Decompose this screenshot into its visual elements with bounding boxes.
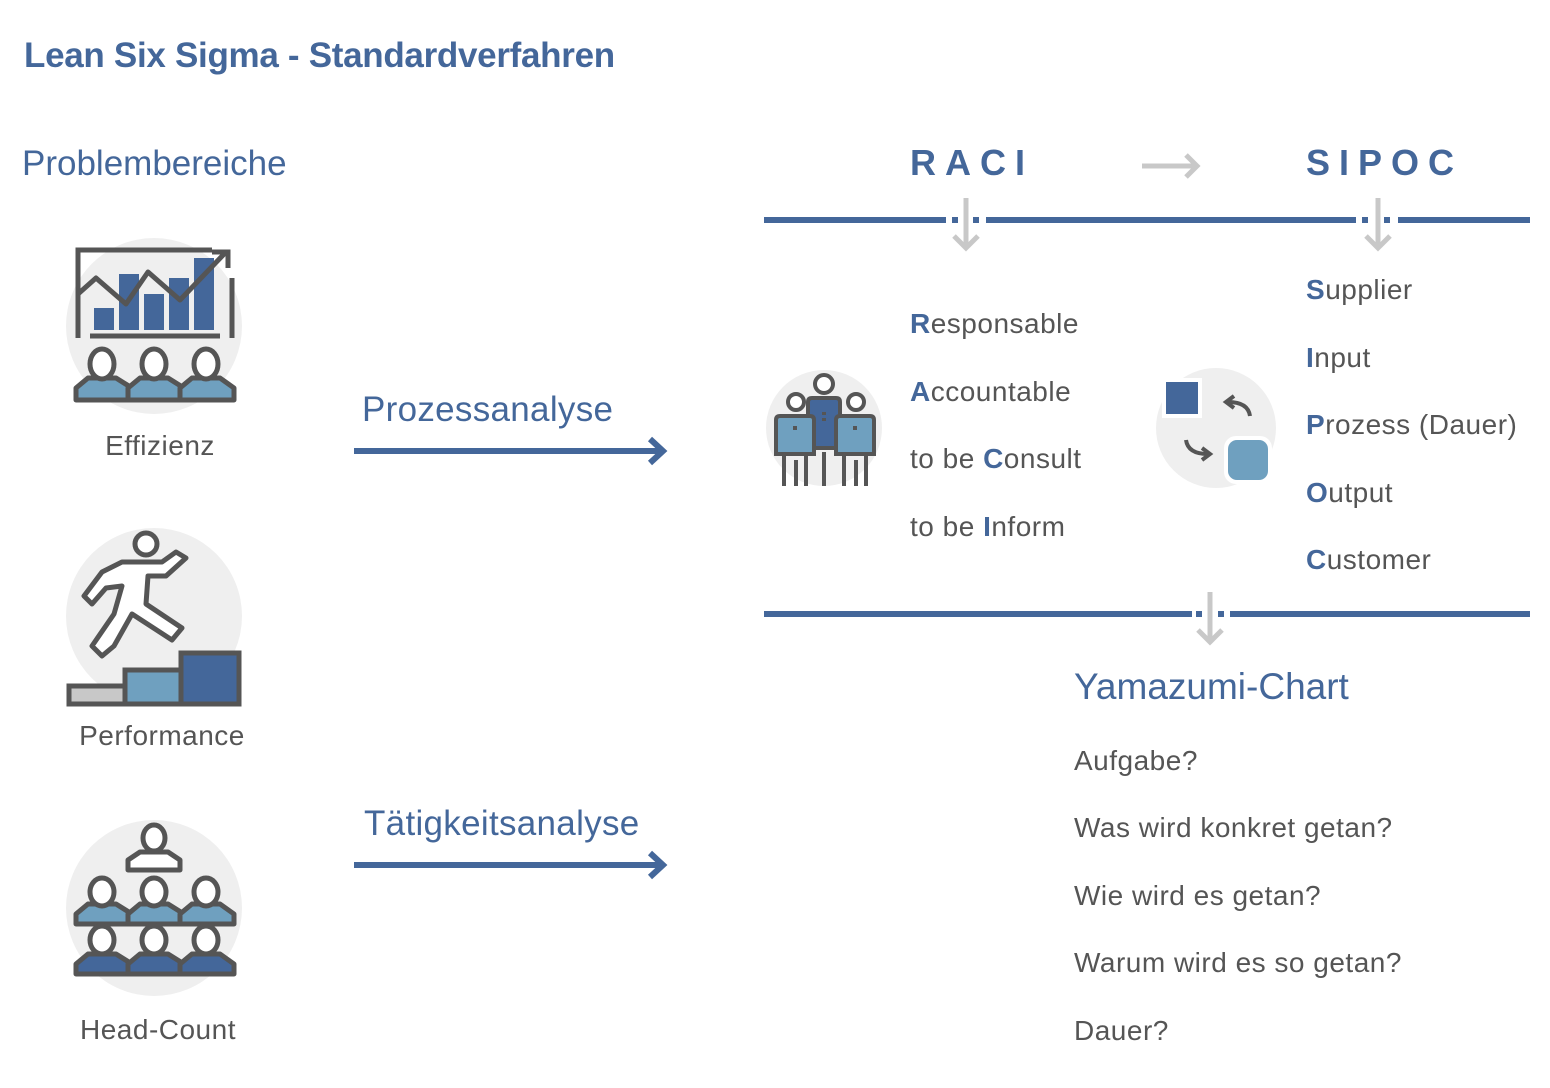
sipoc-item: Prozess (Dauer) — [1306, 409, 1518, 440]
sipoc-item: Customer — [1306, 544, 1432, 575]
raci-heading: RACI — [910, 142, 1034, 183]
top-divider — [764, 196, 1530, 258]
arrow-right-icon — [354, 850, 670, 880]
page-title: Lean Six Sigma - Standardverfahren — [24, 36, 615, 75]
arrow-down-gray-icon — [1196, 592, 1224, 646]
raci-item: Responsable — [910, 308, 1079, 339]
problem-label-efficiency: Effizienz — [105, 430, 215, 461]
sipoc-heading: SIPOC — [1306, 142, 1464, 183]
problem-label-performance: Performance — [79, 720, 245, 751]
efficiency-icon — [66, 238, 246, 418]
yamazumi-question: Aufgabe? — [1074, 745, 1198, 776]
yamazumi-heading: Yamazumi-Chart — [1074, 666, 1349, 707]
headcount-icon — [66, 820, 246, 1000]
yamazumi-question: Was wird konkret getan? — [1074, 812, 1393, 843]
raci-item: to be Inform — [910, 511, 1066, 542]
sipoc-item: Input — [1306, 342, 1371, 373]
yamazumi-question: Wie wird es getan? — [1074, 880, 1322, 911]
arrow-right-icon — [354, 436, 670, 466]
bottom-divider — [764, 590, 1530, 652]
exchange-squares-icon — [1156, 368, 1276, 490]
problem-section-heading: Problembereiche — [22, 144, 287, 183]
arrow-right-gray-icon — [1142, 152, 1202, 180]
arrow-down-gray-icon — [1364, 198, 1392, 252]
arrow-down-gray-icon — [952, 198, 980, 252]
problem-label-headcount: Head-Count — [80, 1014, 236, 1045]
raci-item: to be Consult — [910, 443, 1082, 474]
sipoc-item: Supplier — [1306, 274, 1413, 305]
sipoc-item: Output — [1306, 477, 1394, 508]
team-group-icon — [764, 368, 884, 490]
yamazumi-question: Dauer? — [1074, 1015, 1169, 1046]
raci-item: Accountable — [910, 376, 1072, 407]
performance-icon — [66, 528, 246, 708]
flow-label-activity-analysis: Tätigkeitsanalyse — [364, 804, 640, 843]
yamazumi-question: Warum wird es so getan? — [1074, 947, 1402, 978]
flow-label-process-analysis: Prozessanalyse — [362, 390, 614, 429]
